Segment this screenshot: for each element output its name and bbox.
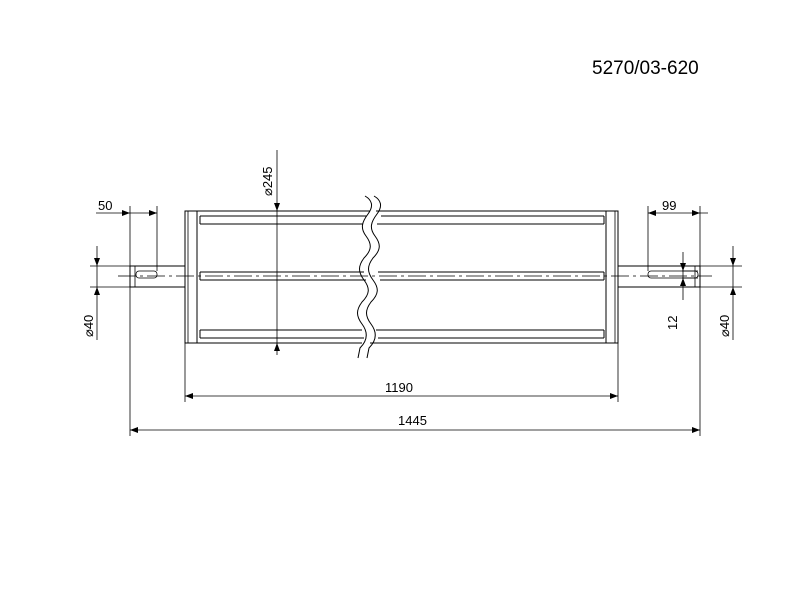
dim-12: 12 bbox=[665, 252, 698, 330]
dim-diameter-40-right: ⌀40 bbox=[700, 246, 742, 340]
dim-1190: 1190 bbox=[184, 343, 619, 402]
bar-bottom bbox=[199, 329, 605, 339]
dim-label-diameter-245: ⌀245 bbox=[260, 166, 275, 196]
dim-1445: 1445 bbox=[129, 287, 701, 436]
dim-label-1190: 1190 bbox=[385, 380, 413, 395]
dim-label-50: 50 bbox=[98, 198, 112, 213]
right-keyway bbox=[647, 270, 699, 279]
left-flange bbox=[184, 210, 198, 344]
dim-50: 50 bbox=[96, 198, 158, 271]
right-shaft bbox=[618, 265, 701, 288]
right-flange bbox=[605, 210, 619, 344]
break-line-left bbox=[357, 195, 373, 359]
dim-label-1445: 1445 bbox=[398, 413, 427, 428]
roller-body bbox=[184, 195, 619, 359]
part-number: 5270/03-620 bbox=[592, 58, 699, 79]
dim-diameter-245: ⌀245 bbox=[260, 150, 280, 355]
left-shaft bbox=[129, 265, 185, 288]
break-line-right bbox=[366, 195, 382, 359]
dim-label-12: 12 bbox=[665, 316, 680, 330]
dim-99: 99 bbox=[647, 198, 708, 271]
left-keyway bbox=[135, 270, 158, 279]
bar-top bbox=[199, 215, 605, 225]
dim-label-diameter-40-left: ⌀40 bbox=[81, 315, 96, 337]
dim-diameter-40-left: ⌀40 bbox=[81, 246, 130, 340]
dim-label-99: 99 bbox=[662, 198, 676, 213]
dim-label-diameter-40-right: ⌀40 bbox=[717, 315, 732, 337]
bar-middle bbox=[199, 271, 605, 281]
